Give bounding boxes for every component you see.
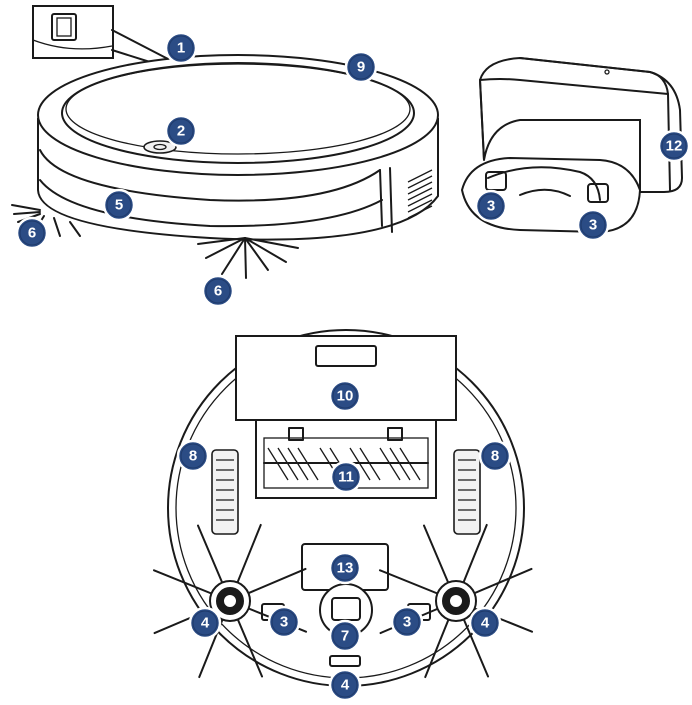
callout-3: 3	[390, 605, 424, 639]
callout-11: 11	[329, 460, 363, 494]
callout-13: 13	[328, 551, 362, 585]
callout-12: 12	[657, 129, 691, 163]
callout-6: 6	[201, 274, 235, 308]
callout-3: 3	[267, 605, 301, 639]
svg-text:3: 3	[280, 614, 288, 631]
callout-3: 3	[576, 208, 610, 242]
robot-top-view	[11, 5, 439, 279]
side-vent	[407, 169, 433, 219]
svg-text:12: 12	[666, 138, 683, 155]
power-switch-inset	[32, 5, 171, 63]
svg-text:4: 4	[481, 615, 490, 632]
callout-3: 3	[474, 189, 508, 223]
svg-text:3: 3	[487, 198, 495, 215]
svg-text:8: 8	[189, 448, 197, 465]
svg-text:5: 5	[115, 197, 123, 214]
callout-8: 8	[478, 439, 512, 473]
svg-text:2: 2	[177, 123, 185, 140]
svg-text:8: 8	[491, 448, 499, 465]
svg-text:3: 3	[403, 614, 411, 631]
callout-4: 4	[188, 606, 222, 640]
callout-10: 10	[328, 379, 362, 413]
svg-text:9: 9	[357, 59, 365, 76]
svg-text:10: 10	[337, 388, 354, 405]
svg-text:3: 3	[589, 217, 597, 234]
svg-text:4: 4	[341, 677, 350, 694]
right-brush-underside	[378, 523, 534, 679]
svg-text:7: 7	[341, 628, 349, 645]
svg-text:6: 6	[214, 283, 222, 300]
callout-1: 1	[164, 31, 198, 65]
left-brush-underside	[152, 523, 308, 679]
front-side-brush	[197, 237, 299, 279]
callout-7: 7	[328, 619, 362, 653]
callout-2: 2	[164, 114, 198, 148]
callout-4: 4	[468, 606, 502, 640]
left-drive-wheel	[211, 449, 239, 535]
right-drive-wheel	[453, 449, 481, 535]
top-button-shape	[143, 140, 177, 154]
robot-bottom-view	[152, 329, 534, 687]
svg-text:13: 13	[337, 560, 354, 577]
svg-text:11: 11	[338, 469, 354, 486]
callout-8: 8	[176, 439, 210, 473]
brush-hub	[222, 593, 238, 609]
svg-text:1: 1	[177, 40, 185, 57]
callout-5: 5	[102, 188, 136, 222]
robot-top-cover	[37, 54, 439, 176]
svg-text:6: 6	[28, 225, 36, 242]
svg-text:4: 4	[201, 615, 210, 632]
callout-4: 4	[328, 668, 362, 702]
brush-hub	[448, 593, 464, 609]
callout-9: 9	[344, 50, 378, 84]
callout-6: 6	[15, 216, 49, 250]
